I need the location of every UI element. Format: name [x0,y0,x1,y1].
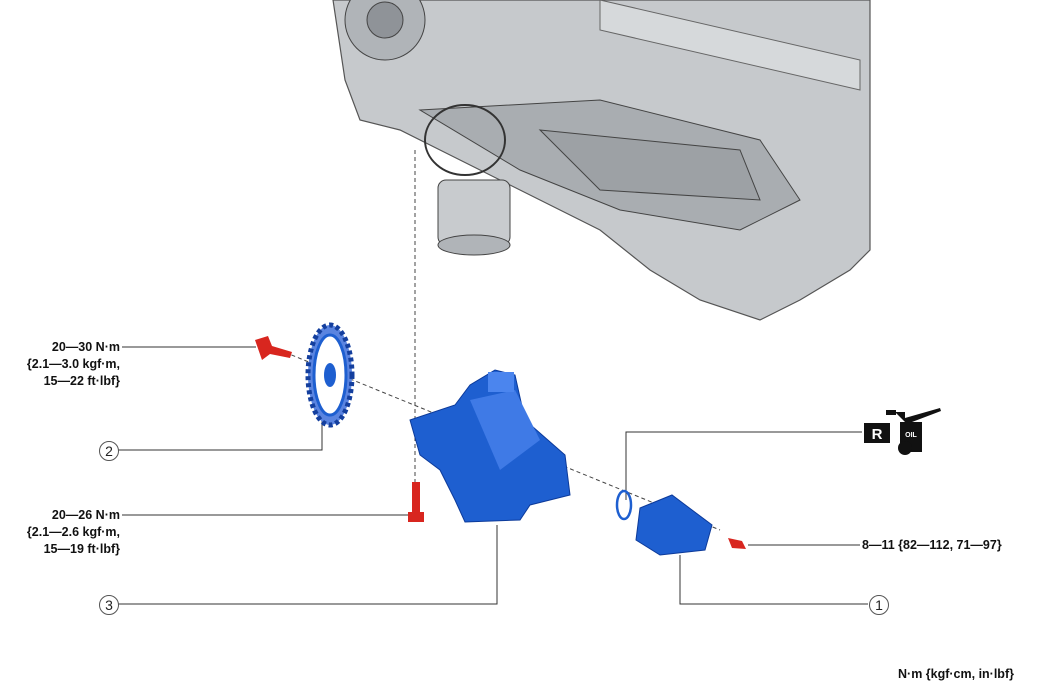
pump-cover [615,489,713,556]
engine-block [332,0,871,321]
o-ring [615,489,633,521]
bolts [255,336,746,549]
svg-text:OIL: OIL [905,432,917,439]
torque-nm: 20—26 N·m [51,508,120,522]
oil-pump [409,369,571,523]
cover-bolt-torque: 8—11 {82—112, 71—97} [862,538,1002,552]
replace-icon: R [864,423,890,443]
callout-1: 1 [869,595,889,615]
oil-pump-sprocket [305,322,355,428]
sprocket-bolt-torque: 20—30 N·m {2.1—3.0 kgf·m, 15—22 ft·lbf} [20,339,120,390]
torque-kgfm: {2.1—2.6 kgf·m, [26,525,120,539]
svg-text:R: R [872,426,883,443]
torque-ftlbf: 15—19 ft·lbf} [43,542,120,556]
torque-ftlbf: 15—22 ft·lbf} [43,374,120,388]
cover-bolt [728,538,746,549]
torque-kgfm: {2.1—3.0 kgf·m, [26,357,120,371]
sprocket-bolt [255,336,292,360]
callout-3: 3 [99,595,119,615]
pump-bolt-torque: 20—26 N·m {2.1—2.6 kgf·m, 15—19 ft·lbf} [20,507,120,558]
oil-can-icon: OIL [886,408,941,455]
callout-2: 2 [99,441,119,461]
pump-bolt [412,482,420,520]
units-note: N·m {kgf·cm, in·lbf} [898,667,1014,681]
leader-lines [118,346,868,605]
torque-nm: 20—30 N·m [51,340,120,354]
